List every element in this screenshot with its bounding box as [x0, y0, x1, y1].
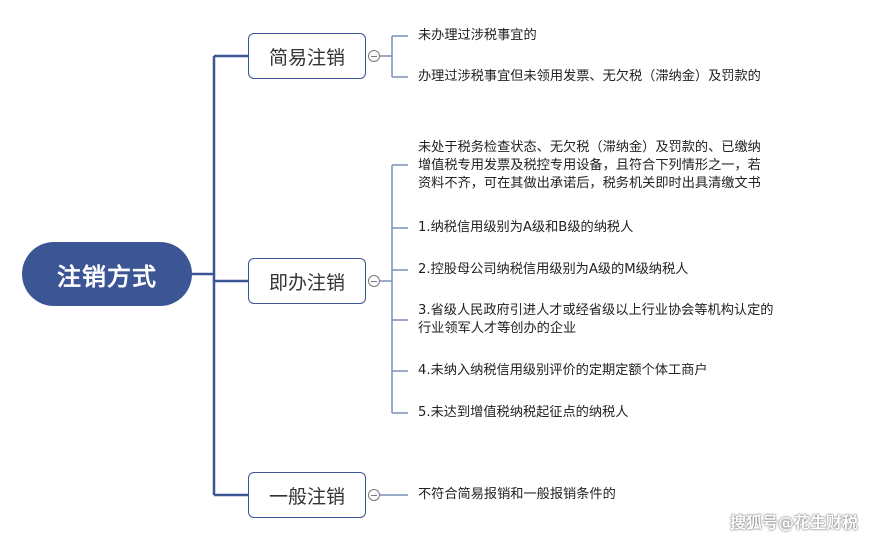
branch-label: 简易注销: [268, 46, 345, 69]
branch-label: 即办注销: [268, 271, 345, 294]
branch-node-simple[interactable]: 简易注销: [248, 33, 366, 79]
branch-1-connector: [380, 35, 408, 78]
leaf-item: 不符合简易报销和一般报销条件的: [418, 487, 616, 502]
branch-node-general[interactable]: 一般注销: [248, 472, 366, 518]
root-node[interactable]: 注销方式: [22, 242, 192, 306]
leaf-item: 3.省级人民政府引进人才或经省级以上行业协会等机构认定的: [418, 303, 774, 318]
leaf-item: 未办理过涉税事宜的: [418, 28, 537, 43]
leaf-item: 1.纳税信用级别为A级和B级的纳税人: [418, 220, 634, 235]
branch-2-connector: [380, 164, 408, 414]
leaf-item: 增值税专用发票及税控专用设备，且符合下列情形之一，若: [418, 158, 761, 173]
root-label: 注销方式: [57, 262, 157, 291]
leaf-item: 资料不齐，可在其做出承诺后，税务机关即时出具清缴文书: [418, 176, 761, 191]
leaf-item: 未处于税务检查状态、无欠税（滞纳金）及罚款的、已缴纳: [418, 140, 761, 155]
collapse-icon[interactable]: [368, 489, 380, 501]
leaf-item: 行业领军人才等创办的企业: [418, 321, 577, 336]
trunk-connector: [192, 54, 248, 497]
watermark: 搜狐号@花生财税: [729, 513, 858, 532]
collapse-icon[interactable]: [368, 275, 380, 287]
branch-label: 一般注销: [268, 485, 345, 508]
leaf-item: 5.未达到增值税纳税起征点的纳税人: [418, 405, 629, 420]
leaf-item: 2.控股母公司纳税信用级别为A级的M级纳税人: [418, 262, 689, 277]
collapse-icon[interactable]: [368, 50, 380, 62]
leaf-item: 4.未纳入纳税信用级别评价的定期定额个体工商户: [418, 363, 708, 378]
leaf-item: 办理过涉税事宜但未领用发票、无欠税（滞纳金）及罚款的: [418, 69, 761, 84]
branch-node-instant[interactable]: 即办注销: [248, 258, 366, 304]
